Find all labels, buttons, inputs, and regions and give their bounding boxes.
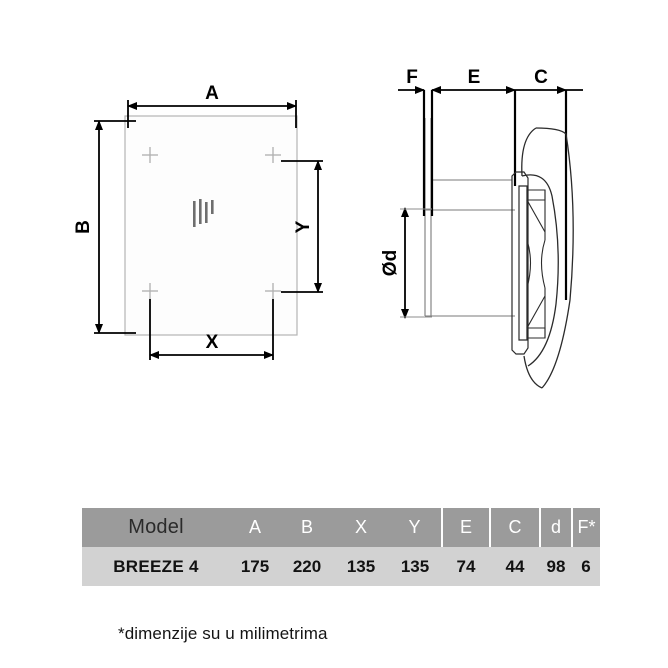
dimension-diameter-d-label: Ød: [380, 250, 401, 276]
dimension-c-label: C: [534, 67, 548, 88]
cell-c: 44: [490, 547, 540, 586]
side-view-group: F E C Ød: [380, 67, 583, 389]
dimension-f-label: F: [406, 67, 418, 88]
front-cover-profile: [521, 127, 574, 389]
cell-x: 135: [334, 547, 388, 586]
dimension-b: B: [73, 120, 136, 334]
units-footnote: *dimenzije su u milimetrima: [118, 624, 328, 643]
side-extension-lines: [422, 90, 568, 300]
column-header-b: B: [280, 508, 334, 547]
cell-y: 135: [388, 547, 442, 586]
dimension-x: X: [149, 299, 274, 360]
cell-f: 6: [572, 547, 600, 586]
dimension-e-label: E: [468, 67, 481, 88]
dimension-y-label: Y: [293, 220, 314, 233]
technical-drawing: A B X Y: [73, 67, 583, 389]
duct-outline: [424, 118, 515, 317]
table-header-row: Model A B X Y E C d F*: [82, 508, 600, 547]
impeller-blades: [526, 189, 546, 339]
cell-a: 175: [230, 547, 280, 586]
column-header-x: X: [334, 508, 388, 547]
column-header-d: d: [539, 508, 572, 547]
dimension-x-label: X: [206, 332, 219, 353]
housing-body: [511, 171, 529, 355]
dimension-chain-fec: F E C: [398, 67, 583, 94]
cell-model: BREEZE 4: [82, 547, 230, 586]
column-header-c: C: [489, 508, 540, 547]
column-header-model: Model: [82, 508, 230, 547]
cell-e: 74: [442, 547, 490, 586]
dimension-y: Y: [281, 160, 323, 293]
spec-table: Model A B X Y E C d F* BREEZE 4 175 220 …: [82, 508, 600, 586]
cell-d: 98: [540, 547, 572, 586]
column-header-f: F*: [571, 508, 600, 547]
column-header-e: E: [441, 508, 490, 547]
front-view-group: A B X Y: [73, 83, 323, 360]
dimension-diameter-d: Ød: [380, 207, 432, 319]
dimension-a-label: A: [205, 83, 219, 104]
dimension-a: A: [127, 83, 297, 128]
cell-b: 220: [280, 547, 334, 586]
grille-logo-mark: [193, 199, 214, 227]
spec-table-container: Model A B X Y E C d F* BREEZE 4 175 220 …: [82, 508, 600, 586]
column-header-y: Y: [388, 508, 442, 547]
column-header-a: A: [230, 508, 280, 547]
dimension-b-label: B: [73, 220, 94, 234]
front-face-outline: [124, 115, 298, 336]
mounting-crosshairs: [142, 147, 281, 299]
table-row: BREEZE 4 175 220 135 135 74 44 98 6: [82, 547, 600, 586]
